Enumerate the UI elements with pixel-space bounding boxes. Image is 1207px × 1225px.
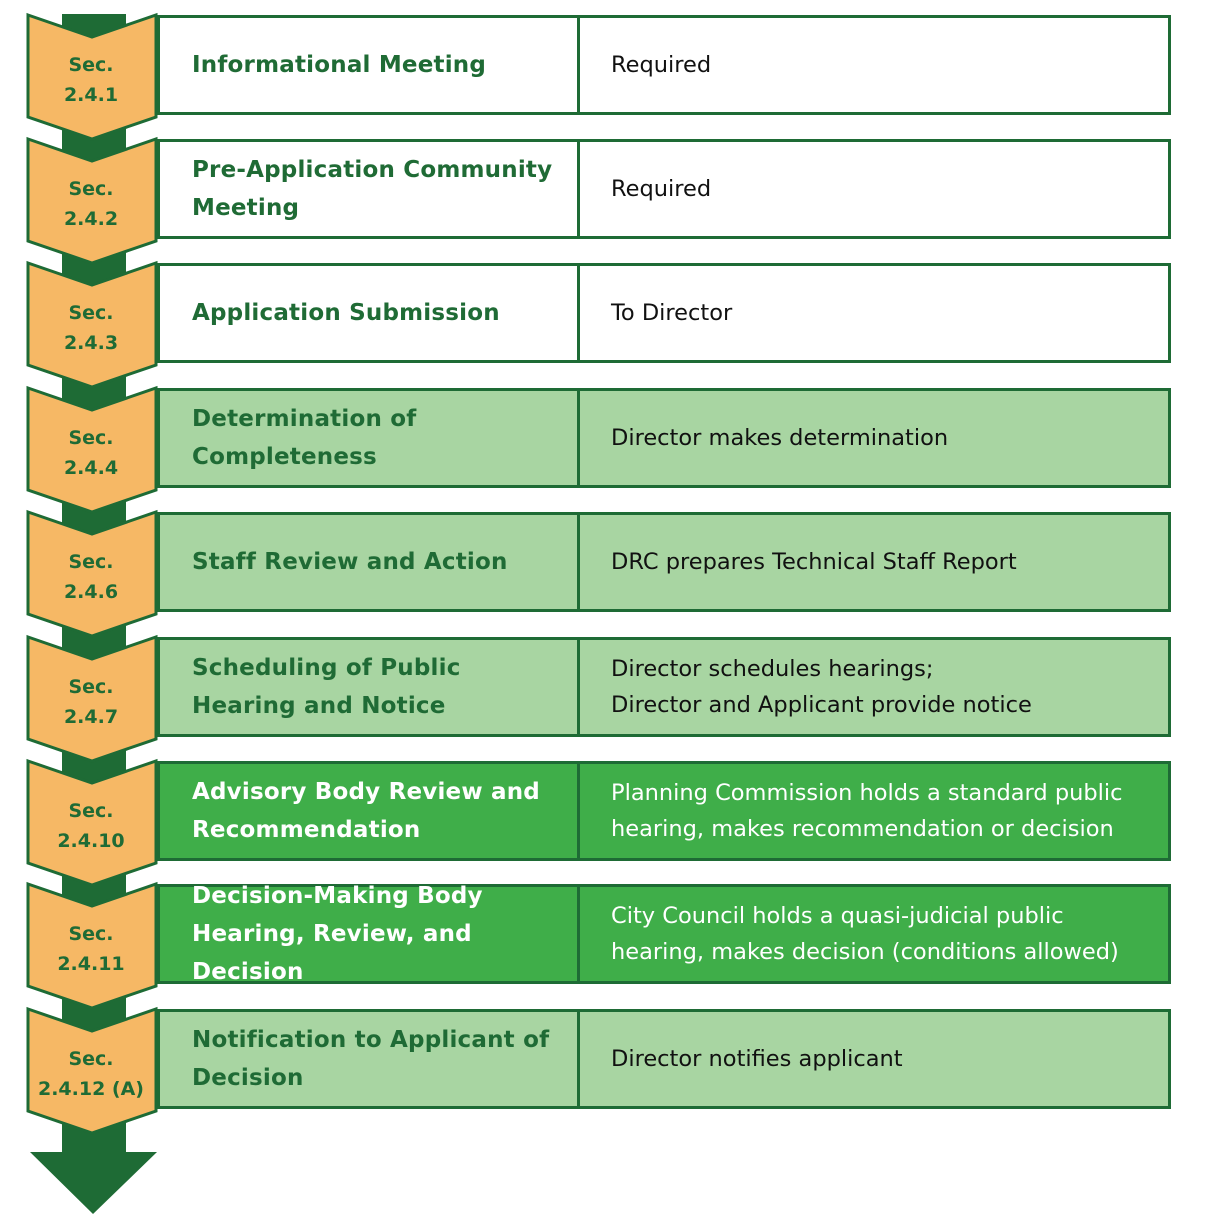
section-number: 2.4.1 (63, 83, 119, 106)
step-description-cell: Required (580, 18, 1168, 112)
step-description-cell: Director notifies applicant (580, 1012, 1168, 1106)
step-description: Planning Commission holds a standard pub… (611, 780, 1123, 842)
process-step: Application Submission To Director (157, 263, 1171, 363)
step-title: Pre-Application Community Meeting (192, 157, 553, 221)
step-description-cell: Required (580, 142, 1168, 236)
step-description: Required (611, 176, 712, 202)
step-chevron (26, 136, 158, 265)
step-chevron (26, 385, 158, 514)
section-number: 2.4.7 (63, 705, 119, 728)
section-label: Sec. (68, 426, 114, 449)
section-badge: Sec. 2.4.10 (30, 775, 152, 870)
step-title: Staff Review and Action (192, 549, 508, 575)
step-title-cell: Application Submission (160, 266, 580, 360)
step-description-cell: Planning Commission holds a standard pub… (580, 764, 1168, 858)
step-title-cell: Notification to Applicant of Decision (160, 1012, 580, 1106)
step-title-cell: Advisory Body Review and Recommendation (160, 764, 580, 858)
section-label: Sec. (68, 922, 114, 945)
step-chevron (26, 12, 158, 141)
step-description-cell: City Council holds a quasi-judicial publ… (580, 887, 1168, 981)
step-description-cell: To Director (580, 266, 1168, 360)
section-number: 2.4.2 (63, 207, 119, 230)
section-badge: Sec. 2.4.1 (30, 29, 152, 124)
section-label: Sec. (68, 799, 114, 822)
section-label: Sec. (68, 177, 114, 200)
step-title: Determination of Completeness (192, 406, 417, 470)
section-badge: Sec. 2.4.2 (30, 153, 152, 248)
step-title: Advisory Body Review and Recommendation (192, 779, 540, 843)
step-description: DRC prepares Technical Staff Report (611, 549, 1017, 575)
process-step: Determination of Completeness Director ma… (157, 388, 1171, 488)
section-number: 2.4.4 (63, 456, 119, 479)
section-number: 2.4.11 (57, 952, 125, 975)
section-badge: Sec. 2.4.4 (30, 402, 152, 497)
step-description: To Director (611, 300, 733, 326)
step-title-cell: Determination of Completeness (160, 391, 580, 485)
process-step: Scheduling of Public Hearing and Notice D… (157, 637, 1171, 737)
step-chevron (26, 509, 158, 638)
step-title: Notification to Applicant of Decision (192, 1027, 550, 1091)
step-chevron (26, 634, 158, 763)
section-number: 2.4.6 (63, 580, 119, 603)
section-badge: Sec. 2.4.3 (30, 277, 152, 372)
section-label: Sec. (68, 1047, 114, 1070)
step-title-cell: Scheduling of Public Hearing and Notice (160, 640, 580, 734)
step-description: Required (611, 52, 712, 78)
step-description: City Council holds a quasi-judicial publ… (611, 903, 1119, 965)
step-title-cell: Staff Review and Action (160, 515, 580, 609)
section-number: 2.4.10 (57, 829, 125, 852)
section-badge: Sec. 2.4.11 (30, 898, 152, 993)
section-badge: Sec. 2.4.12 (A) (30, 1023, 152, 1118)
arrow-head (30, 1152, 157, 1214)
process-step: Advisory Body Review and Recommendation P… (157, 761, 1171, 861)
step-chevron (26, 758, 158, 887)
process-step: Staff Review and Action DRC prepares Tech… (157, 512, 1171, 612)
process-step: Informational Meeting Required (157, 15, 1171, 115)
section-badge: Sec. 2.4.7 (30, 651, 152, 746)
process-step: Decision-Making Body Hearing, Review, an… (157, 883, 1171, 985)
section-label: Sec. (68, 675, 114, 698)
step-chevron (26, 260, 158, 389)
section-number: 2.4.12 (A) (37, 1077, 144, 1100)
step-chevron (26, 881, 158, 1010)
step-chevron (26, 1006, 158, 1135)
section-badge: Sec. 2.4.6 (30, 526, 152, 621)
step-title: Informational Meeting (192, 52, 487, 78)
step-description: Director makes determination (611, 425, 949, 451)
process-step: Pre-Application Community Meeting Require… (157, 139, 1171, 239)
section-label: Sec. (68, 301, 114, 324)
step-description-cell: Director schedules hearings; Director an… (580, 640, 1168, 734)
step-title-cell: Decision-Making Body Hearing, Review, an… (160, 883, 580, 985)
process-step: Notification to Applicant of Decision Dir… (157, 1009, 1171, 1109)
step-description-cell: DRC prepares Technical Staff Report (580, 515, 1168, 609)
step-title-cell: Informational Meeting (160, 18, 580, 112)
step-title: Scheduling of Public Hearing and Notice (192, 655, 461, 719)
section-number: 2.4.3 (63, 331, 119, 354)
section-label: Sec. (68, 53, 114, 76)
step-description-cell: Director makes determination (580, 391, 1168, 485)
step-title: Application Submission (192, 300, 500, 326)
step-title-cell: Pre-Application Community Meeting (160, 142, 580, 236)
step-description: Director schedules hearings; Director an… (611, 656, 1032, 718)
step-title: Decision-Making Body Hearing, Review, an… (192, 883, 483, 985)
section-label: Sec. (68, 550, 114, 573)
step-description: Director notifies applicant (611, 1046, 903, 1072)
